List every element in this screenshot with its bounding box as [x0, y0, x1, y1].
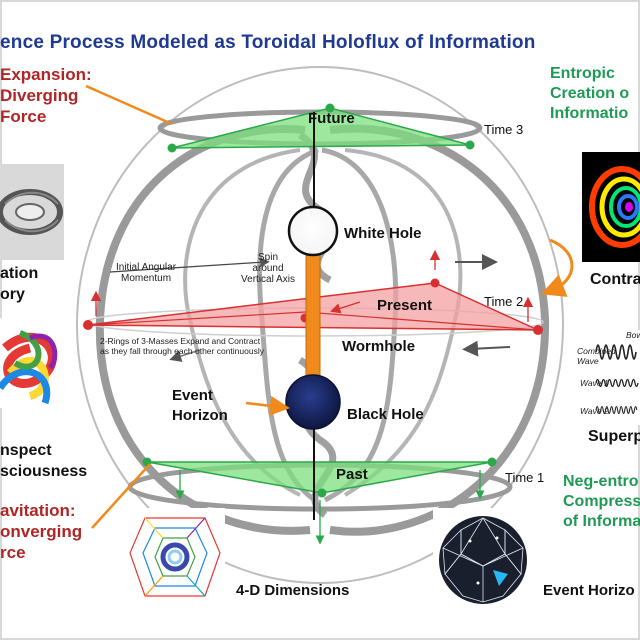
wave-top-label: Bow [626, 330, 640, 340]
future-label: Future [308, 110, 355, 127]
geodesic-sphere-thumbnail [433, 508, 548, 606]
neg-entropic-line-3: of Informa [563, 513, 640, 530]
contra-label: Contra [590, 271, 640, 288]
entropic-line-1: Entropic [550, 65, 615, 82]
black-hole-label: Black Hole [347, 406, 424, 423]
combined-wave-label: Combined Wave [577, 346, 616, 366]
red-dot [83, 320, 93, 330]
hypercube-thumbnail [125, 508, 225, 606]
inspect-label: nspect sciousness [0, 440, 87, 482]
entropic-line-2: Creation o [550, 85, 630, 102]
diagram-title: ence Process Modeled as Toroidal Holoflu… [0, 32, 536, 53]
gravitation-line-3: rce [0, 543, 26, 562]
present-label: Present [377, 297, 433, 314]
red-arrow [330, 301, 361, 314]
wormhole-label: Wormhole [342, 338, 416, 355]
future-triangle [171, 107, 471, 149]
dimensions-label: 4-D Dimensions [236, 582, 350, 599]
neg-entropic-label: Neg-entro Compress of Informa [563, 472, 640, 532]
flow-arrow-mid [169, 349, 201, 362]
spin-line-1: Spin [257, 252, 278, 263]
gravitation-label: avitation: onverging rce [0, 500, 82, 563]
flow-arrow-left [462, 340, 511, 357]
wormhole-bar [305, 245, 321, 387]
green-dot [465, 140, 475, 150]
inspect-line-1: nspect [0, 442, 52, 459]
present-line-b [304, 311, 539, 331]
combined-wave-line-2: Wave [577, 356, 599, 366]
present-line-a [87, 311, 306, 326]
ation-line-1: ation [0, 265, 39, 282]
spin-line-3: Vertical Axis [241, 274, 295, 285]
time3-label: Time 3 [484, 122, 524, 137]
initial-momentum-line-2: Momentum [121, 273, 172, 284]
neg-entropic-line-2: Compress [563, 493, 640, 510]
gravitation-line-2: onverging [0, 522, 83, 541]
colorful-knot-thumbnail [0, 318, 64, 408]
wave1-label: Wave 1 [580, 378, 609, 388]
spin-label: Spin around Vertical Axis [232, 252, 304, 285]
event-horizon-label: Event Horizon [172, 386, 228, 426]
past-label: Past [336, 466, 368, 483]
entropic-label: Entropic Creation o Informatio [550, 64, 629, 124]
ation-label: ation ory [0, 263, 38, 305]
event-horizon-line-2: Horizon [172, 407, 228, 424]
green-dot [317, 488, 327, 498]
event-horizon-pointer [245, 395, 290, 416]
ation-line-2: ory [0, 286, 25, 303]
green-nodes [142, 103, 497, 498]
initial-momentum-label: Initial Angular Momentum [116, 262, 176, 284]
outer-sphere [76, 66, 564, 584]
entropic-line-3: Informatio [550, 105, 629, 122]
time2-label: Time 2 [484, 294, 524, 309]
event-horizon-line-1: Event [172, 387, 213, 404]
rings-annotation: 2-Rings of 3-Masses Expand and Contract … [100, 336, 264, 356]
contra-thumbnail [582, 152, 640, 262]
expansion-line-2: Diverging [0, 86, 79, 105]
rings-line-2: as they fall through each other continuo… [100, 346, 264, 356]
expansion-label: Expansion: Diverging Force [0, 64, 92, 127]
initial-momentum-line-1: Initial Angular [116, 262, 177, 273]
white-hole [287, 205, 339, 257]
green-dot [325, 103, 335, 113]
contra-curve-arrow [540, 238, 574, 297]
wave-thumbnail [574, 330, 640, 425]
expansion-line-1: Expansion: [0, 65, 92, 84]
inspect-line-2: sciousness [0, 463, 88, 480]
spin-line-2: around [252, 263, 284, 274]
torus-thumbnail [0, 164, 64, 260]
rings-line-1: 2-Rings of 3-Masses Expand and Contract [100, 336, 261, 346]
bottom-event-horizon-label: Event Horizo [543, 582, 635, 599]
green-dot [167, 143, 177, 153]
neg-entropic-line-1: Neg-entro [563, 473, 639, 490]
superp-label: Superp [588, 428, 640, 445]
gravitation-line-1: avitation: [0, 501, 76, 520]
red-dot [430, 278, 440, 288]
combined-wave-line-1: Combined [577, 346, 616, 356]
black-hole [285, 374, 341, 430]
white-hole-label: White Hole [344, 225, 422, 242]
past-triangle [146, 461, 493, 494]
wave2-label: Wave 2 [580, 406, 609, 416]
green-dot [487, 457, 497, 467]
momentum-arrow [109, 257, 270, 273]
expansion-line-3: Force [0, 107, 47, 126]
expansion-pointer [85, 84, 173, 126]
gravitation-pointer [91, 463, 151, 529]
time1-label: Time 1 [505, 470, 545, 485]
red-dot [533, 325, 543, 335]
